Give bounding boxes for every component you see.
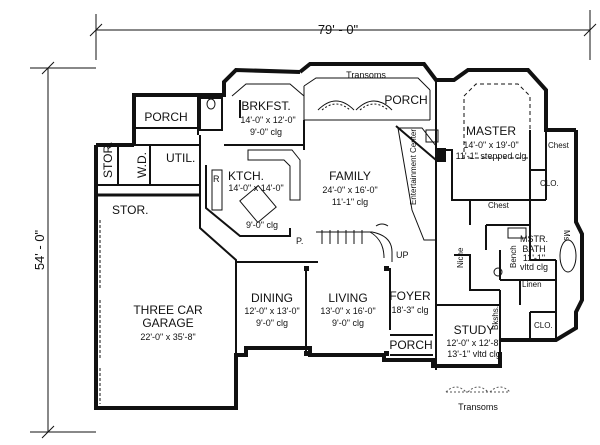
fireplace xyxy=(425,129,446,162)
kitchen-size: 14'-0" x 14'-0" xyxy=(228,183,283,193)
transom-arches-top xyxy=(317,100,393,111)
foyer-label: FOYER xyxy=(389,289,431,303)
study-size: 12'-0" x 12'-8" xyxy=(446,338,501,348)
family-label: FAMILY xyxy=(329,169,371,183)
chest-label-lower: Chest xyxy=(488,201,510,210)
bookshelves-label: Bkshs. xyxy=(491,306,500,330)
living-size: 13'-0" x 16'-0" xyxy=(320,306,375,316)
interior-walls xyxy=(96,80,557,370)
breakfast-bay xyxy=(231,83,305,97)
porch-bay xyxy=(303,77,431,121)
r-mark: R xyxy=(213,174,220,184)
mstr-bath-label: MSTR. xyxy=(520,234,548,244)
brkfst-size: 14'-0" x 12'-0" xyxy=(240,115,295,125)
master-stepped-ceiling xyxy=(463,83,531,159)
bench-label: Bench xyxy=(509,245,518,268)
transom-arches-bottom xyxy=(445,386,511,393)
family-clg: 11'-1" clg xyxy=(332,197,368,207)
study-clg: 13'-1" vltd clg xyxy=(447,349,500,359)
pantry-mark: P. xyxy=(296,236,303,246)
brkfst-label: BRKFST. xyxy=(241,99,290,113)
clo-label-upper: CLO. xyxy=(540,179,559,188)
entertainment-center-box xyxy=(397,127,437,241)
mstr-bath-label-2: BATH xyxy=(522,244,545,254)
brkfst-clg: 9'-0" clg xyxy=(250,127,282,137)
porch-left-label: PORCH xyxy=(144,110,187,124)
study-label: STUDY xyxy=(454,323,495,337)
niche-label: Niche xyxy=(456,247,465,268)
porch-bottom-label: PORCH xyxy=(389,338,432,352)
chest-label-upper: Chest xyxy=(548,141,570,150)
stor-upper-label: STOR. xyxy=(101,142,115,178)
bath-fixtures xyxy=(206,98,577,277)
porch-top-label: PORCH xyxy=(384,93,427,107)
staircase xyxy=(316,223,393,262)
wd-label: W.D. xyxy=(135,152,149,178)
garage-size: 22'-0" x 35'-8" xyxy=(140,332,195,342)
mstr-bath-clg-1: 11'-1" xyxy=(523,253,545,263)
columns xyxy=(304,266,389,356)
master-clg: 11'-1" stepped clg xyxy=(456,151,527,161)
width-dimension xyxy=(89,10,597,60)
kitchen-counters xyxy=(211,149,301,224)
ms-label: Ms xyxy=(562,230,571,241)
clo-label-lower: CLO. xyxy=(534,321,553,330)
dining-clg: 9'-0" clg xyxy=(256,318,288,328)
living-clg: 9'-0" clg xyxy=(332,318,364,328)
dining-size: 12'-0" x 13'-0" xyxy=(244,306,299,316)
master-label: MASTER xyxy=(466,124,516,138)
garage-label-line2: GARAGE xyxy=(142,316,193,330)
dining-label: DINING xyxy=(251,291,293,305)
width-dimension-label: 79' - 0" xyxy=(318,22,359,37)
depth-dimension-label: 54' - 0" xyxy=(32,229,47,270)
stairs-up-label: UP xyxy=(396,250,409,260)
mstr-bath-clg-2: vltd clg xyxy=(520,262,548,272)
stor-lower-label: STOR. xyxy=(112,203,148,217)
foyer-clg: 18'-3" clg xyxy=(392,305,429,315)
depth-dimension xyxy=(30,61,96,439)
entertainment-center-label: Entertainment Center xyxy=(409,129,418,205)
garage-label-line1: THREE CAR xyxy=(133,303,203,317)
util-label: UTIL. xyxy=(166,151,195,165)
transoms-bottom-label: Transoms xyxy=(458,402,498,412)
transoms-top-label: Transoms xyxy=(346,70,386,80)
living-label: LIVING xyxy=(328,291,367,305)
kitchen-clg: 9'-0" clg xyxy=(246,220,278,230)
exterior-walls xyxy=(94,62,584,410)
linen-label: Linen xyxy=(522,280,542,289)
kitchen-label: KTCH. xyxy=(228,169,264,183)
master-size: 14'-0" x 19'-0" xyxy=(463,140,518,150)
family-size: 24'-0" x 16'-0" xyxy=(322,185,377,195)
